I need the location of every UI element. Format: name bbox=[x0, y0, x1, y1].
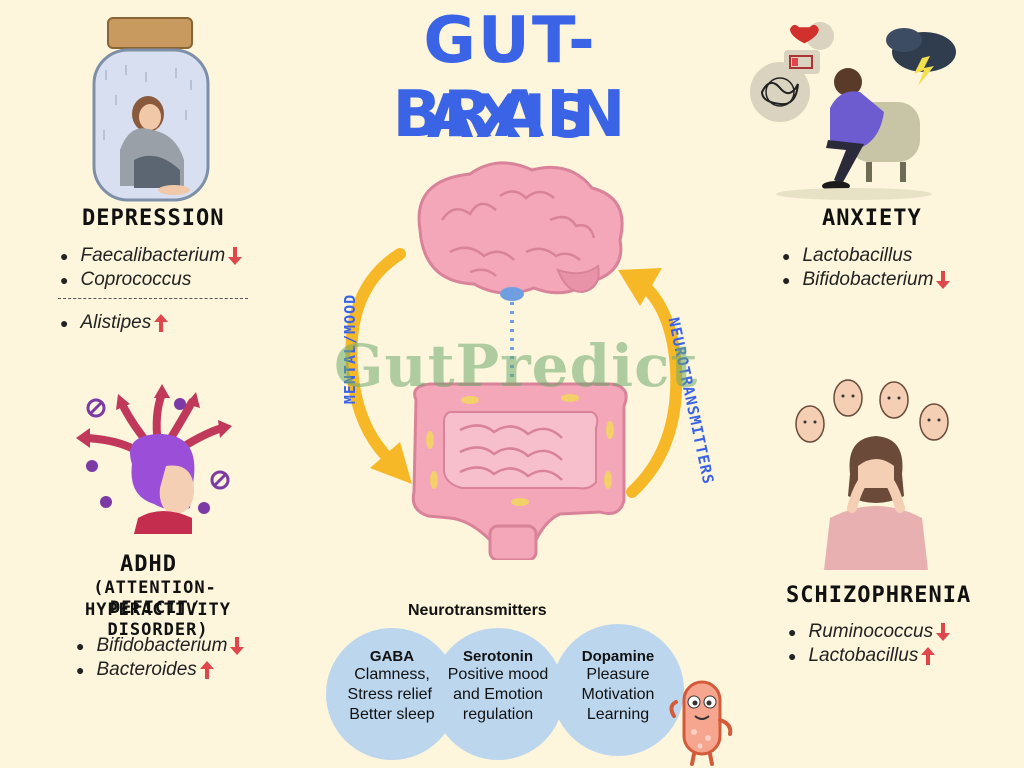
dopamine-circle: Dopamine Pleasure Motivation Learning bbox=[552, 624, 684, 756]
bacteria-name: Lactobacillus bbox=[808, 645, 919, 666]
bacteria-mascot-illustration bbox=[669, 680, 733, 766]
schizophrenia-list: ●Ruminococcus ●Lactobacillus bbox=[788, 620, 951, 668]
anxiety-illustration bbox=[750, 22, 956, 200]
list-item: ●Bacteroides bbox=[76, 658, 245, 682]
serotonin-circle: Serotonin Positive mood and Emotion regu… bbox=[432, 628, 564, 760]
circle-line: Learning bbox=[586, 706, 650, 723]
bacteria-name: Coprococcus bbox=[80, 269, 192, 290]
bacteria-name: Ruminococcus bbox=[808, 621, 934, 642]
circle-title: GABA bbox=[369, 648, 415, 665]
circle-line: Clamness, bbox=[354, 666, 430, 683]
adhd-heading: ADHD bbox=[120, 552, 177, 577]
bacteria-name: Bifidobacterium bbox=[96, 635, 228, 656]
circle-line: Positive mood bbox=[447, 666, 549, 683]
watermark: GutPredict bbox=[334, 332, 699, 400]
circle-title: Dopamine bbox=[581, 648, 655, 665]
list-item: ●Ruminococcus bbox=[788, 620, 951, 644]
adhd-subheading-line-2: HYPERACTIVITY DISORDER) bbox=[84, 600, 232, 640]
increase-arrow-icon bbox=[921, 647, 936, 665]
list-item: ●Coprococcus bbox=[60, 269, 192, 290]
bacteria-name: Bifidobacterium bbox=[802, 269, 934, 290]
adhd-illustration bbox=[76, 384, 232, 534]
circle-line: and Emotion bbox=[453, 686, 543, 703]
title-line-1: GUT-BRAIN bbox=[392, 4, 628, 152]
bacteria-name: Alistipes bbox=[80, 312, 152, 333]
bacteria-name: Faecalibacterium bbox=[80, 245, 226, 266]
circle-line: Better sleep bbox=[349, 706, 435, 723]
schizophrenia-illustration bbox=[795, 379, 949, 570]
neurotransmitters-arrow-icon bbox=[618, 268, 683, 498]
list-item: ●Lactobacillus bbox=[788, 644, 951, 668]
depression-jar-illustration bbox=[92, 17, 210, 202]
depression-divider bbox=[58, 298, 248, 299]
adhd-list: ●Bifidobacterium ●Bacteroides bbox=[76, 634, 245, 682]
circle-line: Motivation bbox=[581, 686, 655, 703]
increase-arrow-icon bbox=[154, 314, 169, 332]
depression-decreased-list: ●Faecalibacterium ●Coprococcus bbox=[60, 244, 243, 292]
decrease-arrow-icon bbox=[228, 247, 243, 265]
depression-increased-list: ●Alistipes bbox=[60, 311, 169, 335]
schizophrenia-heading: SCHIZOPHRENIA bbox=[786, 583, 972, 608]
bacteria-name: Lactobacillus bbox=[802, 245, 913, 266]
list-item: ●Lactobacillus bbox=[782, 245, 913, 266]
decrease-arrow-icon bbox=[230, 637, 245, 655]
anxiety-list: ●Lactobacillus ●Bifidobacterium bbox=[782, 244, 951, 292]
list-item: ●Faecalibacterium bbox=[60, 244, 243, 268]
increase-arrow-icon bbox=[199, 661, 214, 679]
decrease-arrow-icon bbox=[936, 623, 951, 641]
mental-mood-arrow-icon bbox=[345, 248, 412, 484]
circle-line: Stress relief, bbox=[347, 686, 437, 703]
list-item: ●Bifidobacterium bbox=[76, 634, 245, 658]
list-item: ●Alistipes bbox=[60, 311, 169, 335]
decrease-arrow-icon bbox=[936, 271, 951, 289]
anxiety-heading: ANXIETY bbox=[822, 206, 922, 231]
adhd-subheading-line-1: (ATTENTION-DEFICIT/ bbox=[93, 578, 217, 618]
neurotransmitters-heading: Neurotransmitters bbox=[408, 602, 547, 619]
circle-line: regulation bbox=[462, 706, 534, 723]
title-line-2: AXIS bbox=[426, 82, 594, 152]
list-item: ●Bifidobacterium bbox=[782, 268, 951, 292]
circle-line: Pleasure bbox=[586, 666, 650, 683]
gut-brain-diagram bbox=[411, 161, 628, 560]
bacteria-name: Bacteroides bbox=[96, 659, 197, 680]
depression-heading: DEPRESSION bbox=[82, 206, 225, 231]
circle-title: Serotonin bbox=[463, 648, 533, 665]
